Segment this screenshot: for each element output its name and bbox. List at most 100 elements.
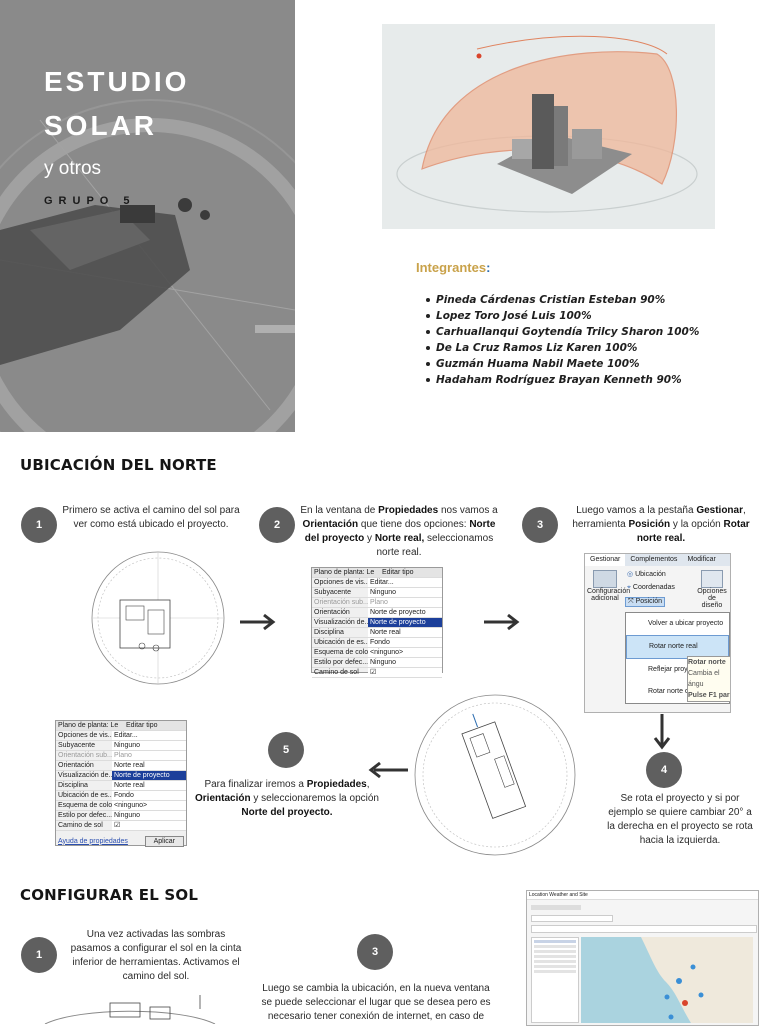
- tooltip-title: Rotar norte: [688, 659, 726, 666]
- list-item: Hadaham Rodríguez Brayan Kenneth 90%: [426, 372, 699, 388]
- tool-label: Opciones de diseño: [697, 588, 727, 609]
- sun-path-partial-diagram: [44, 995, 216, 1024]
- step-3-text: , herramienta: [572, 505, 746, 530]
- ribbon-screenshot: Gestionar Complementos Modificar Configu…: [584, 553, 731, 713]
- property-key: Orientación: [314, 609, 350, 616]
- step-2-bold: Norte del proyecto: [304, 519, 496, 544]
- step-2-text: seleccionamos norte real.: [376, 533, 494, 558]
- property-row: Estilo por defec...Ninguno: [312, 658, 442, 668]
- property-row: Opciones de vis...Editar...: [56, 731, 186, 741]
- step-1-description: Primero se activa el camino del sol para…: [62, 505, 240, 530]
- hero-title: ESTUDIO SOLAR: [44, 60, 284, 148]
- property-value[interactable]: <ninguno>: [112, 801, 186, 810]
- property-value[interactable]: Fondo: [112, 791, 186, 800]
- hero-subtitle: y otros: [44, 158, 102, 179]
- sun-path-checkbox[interactable]: ☑: [368, 668, 442, 677]
- step-2-bold: Orientación: [302, 519, 359, 530]
- step-number-3-sun: 3: [357, 934, 393, 970]
- step-4-description: Se rota el proyecto y si por ejemplo se …: [607, 793, 753, 846]
- property-value[interactable]: Ninguno: [368, 588, 442, 597]
- property-key: Visualización de...: [58, 772, 112, 779]
- apply-button[interactable]: Aplicar: [144, 835, 184, 847]
- property-row: Subyacente Ninguno: [56, 741, 186, 751]
- property-value[interactable]: Plano: [112, 751, 186, 760]
- panel-type-selector[interactable]: Plano de planta: Le: [314, 569, 375, 576]
- tab-modificar[interactable]: Modificar: [687, 556, 716, 563]
- property-row: Estilo por defec...Ninguno: [56, 811, 186, 821]
- property-value[interactable]: Ninguno: [112, 741, 186, 750]
- properties-panel-step5: Plano de planta: Le Editar tipo Opciones…: [55, 720, 187, 847]
- property-value[interactable]: <ninguno>: [368, 648, 442, 657]
- sun-path-checkbox[interactable]: ☑: [112, 821, 186, 830]
- dialog-field[interactable]: [531, 905, 581, 910]
- dropdown-option[interactable]: Norte real: [112, 781, 186, 790]
- coordinates-tool[interactable]: ⌖ Coordenadas: [627, 584, 675, 592]
- members-heading-colon: :: [486, 260, 491, 275]
- list-item: Pineda Cárdenas Cristian Esteban 90%: [426, 292, 699, 308]
- location-tool[interactable]: ◎ Ubicación: [627, 570, 666, 578]
- orientation-dropdown[interactable]: Norte de proyecto: [368, 608, 442, 617]
- property-value[interactable]: Editar...: [368, 578, 442, 587]
- orientation-dropdown[interactable]: Norte real: [112, 761, 186, 770]
- property-key: Visualización de...: [314, 619, 368, 626]
- sun-path-dome-image: [382, 24, 715, 229]
- tooltip-text: Cambia el ángu: [688, 670, 720, 688]
- step-number-1-sun: 1: [21, 937, 57, 973]
- property-key: Ubicación de es...: [314, 639, 368, 646]
- property-value[interactable]: Ninguno: [112, 811, 186, 820]
- property-key: Orientación: [58, 762, 94, 769]
- location-map[interactable]: [581, 937, 753, 1023]
- arrow-left-icon: [368, 761, 408, 779]
- step-2-bold: Norte real,: [374, 533, 425, 544]
- property-key: Subyacente: [58, 742, 95, 749]
- property-row: Disciplina Norte real: [312, 628, 442, 638]
- step-3-bold: Gestionar: [696, 505, 743, 516]
- list-item: Carhuallanqui Goytendía Trilcy Sharon 10…: [426, 324, 699, 340]
- property-key: Esquema de color: [58, 802, 112, 809]
- additional-settings-tool[interactable]: Configuración adicional: [587, 570, 630, 610]
- dropdown-option[interactable]: Norte de proyecto: [368, 618, 442, 627]
- dropdown-option[interactable]: Norte de proyecto: [112, 771, 186, 780]
- property-key: Disciplina: [314, 629, 344, 636]
- property-value[interactable]: Fondo: [368, 638, 442, 647]
- tool-label: Coordenadas: [632, 584, 675, 591]
- property-row: Esquema de color<ninguno>: [312, 648, 442, 658]
- property-key: Opciones de vis...: [58, 732, 112, 739]
- step-5-text: Para finalizar iremos a: [204, 779, 307, 790]
- menu-item-mirror-project[interactable]: Reflejar proyecto: [648, 666, 701, 673]
- edit-type-button[interactable]: Editar tipo: [380, 568, 442, 577]
- property-key: Subyacente: [314, 589, 351, 596]
- step-2-text: que tiene dos opciones:: [358, 519, 470, 530]
- step-3-bold: Rotar norte real.: [636, 519, 750, 544]
- edit-type-button[interactable]: Editar tipo: [124, 721, 186, 730]
- property-key: Ubicación de es...: [58, 792, 112, 799]
- address-input[interactable]: [531, 925, 757, 933]
- ribbon-tabs: Gestionar Complementos Modificar: [585, 554, 730, 566]
- weather-station-list[interactable]: [531, 937, 579, 1023]
- step-3-bold: Posición: [628, 519, 671, 530]
- step-2-text: nos vamos a: [438, 505, 498, 516]
- hero-panel: ESTUDIO SOLAR y otros GRUPO 5: [0, 0, 295, 432]
- arrow-right-icon: [484, 613, 520, 631]
- members-list: Pineda Cárdenas Cristian Esteban 90% Lop…: [426, 292, 699, 388]
- design-options-tool[interactable]: Opciones de diseño: [697, 570, 727, 609]
- tab-gestionar[interactable]: Gestionar: [585, 554, 626, 566]
- menu-item-rotate-true-north[interactable]: Rotar norte real: [626, 635, 729, 659]
- menu-item-relocate[interactable]: Volver a ubicar proyecto: [648, 620, 724, 627]
- tool-label: Ubicación: [635, 571, 666, 578]
- dialog-input[interactable]: [531, 915, 613, 922]
- property-value[interactable]: Plano: [368, 598, 442, 607]
- dialog-title: Location Weather and Site: [527, 891, 758, 900]
- menu-item-rotate-project-north[interactable]: Rotar norte de proyecto: [648, 688, 722, 695]
- step-5-description: Para finalizar iremos a Propiedades, Ori…: [194, 778, 380, 820]
- hero-title-line1: ESTUDIO: [44, 66, 190, 97]
- property-value[interactable]: Editar...: [112, 731, 186, 740]
- position-tool[interactable]: ⤧ Posición: [625, 597, 666, 607]
- panel-type-selector[interactable]: Plano de planta: Le: [58, 722, 119, 729]
- step-3-description: Luego vamos a la pestaña Gestionar, herr…: [566, 504, 756, 546]
- property-key: Orientación sub...: [314, 599, 368, 606]
- tab-complementos[interactable]: Complementos: [630, 556, 678, 563]
- property-value[interactable]: Ninguno: [368, 658, 442, 667]
- dropdown-option[interactable]: Norte real: [368, 628, 442, 637]
- help-link[interactable]: Ayuda de propiedades: [58, 837, 128, 845]
